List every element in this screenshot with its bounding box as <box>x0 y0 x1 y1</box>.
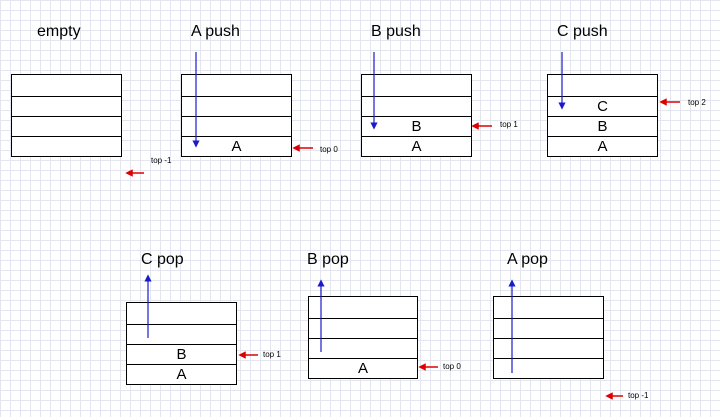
stage-title-c-push: C push <box>557 23 608 40</box>
stack-cell: B <box>548 116 657 136</box>
stack-cell <box>309 318 417 338</box>
stage-title-b-pop: B pop <box>307 251 349 268</box>
stage-title-empty: empty <box>37 23 81 40</box>
stack-cell: A <box>182 136 291 156</box>
top-pointer-label: top 0 <box>320 145 338 154</box>
stack-a-pop <box>493 296 604 379</box>
stack-cell <box>182 96 291 116</box>
stack-empty <box>11 74 122 157</box>
stack-c-pop: B A <box>126 302 237 385</box>
top-pointer-label: top 1 <box>263 350 281 359</box>
stack-cell <box>494 318 603 338</box>
top-pointer-label: top -1 <box>628 391 649 400</box>
stack-b-push: B A <box>361 74 472 157</box>
top-pointer-label: top 0 <box>443 362 461 371</box>
stack-cell <box>362 96 471 116</box>
stage-title-a-push: A push <box>191 23 240 40</box>
stack-cell <box>12 136 121 156</box>
stack-a-push: A <box>181 74 292 157</box>
top-pointer-label: top -1 <box>151 156 172 165</box>
stack-cell: A <box>362 136 471 156</box>
stack-cell <box>309 297 417 318</box>
stack-cell <box>494 297 603 318</box>
stack-cell <box>12 96 121 116</box>
stack-cell <box>12 116 121 136</box>
stage-title-a-pop: A pop <box>507 251 548 268</box>
stack-cell: A <box>548 136 657 156</box>
stack-cell: A <box>127 364 236 384</box>
stack-cell <box>127 303 236 324</box>
stage-title-c-pop: C pop <box>141 251 184 268</box>
stack-cell <box>182 116 291 136</box>
stack-cell: B <box>362 116 471 136</box>
stack-cell <box>182 75 291 96</box>
stack-cell <box>362 75 471 96</box>
stack-cell <box>12 75 121 96</box>
stack-cell <box>127 324 236 344</box>
stack-cell: C <box>548 96 657 116</box>
stack-cell <box>494 338 603 358</box>
stack-cell: B <box>127 344 236 364</box>
stack-b-pop: A <box>308 296 418 379</box>
top-pointer-label: top 2 <box>688 98 706 107</box>
stack-cell: A <box>309 358 417 378</box>
stack-cell <box>309 338 417 358</box>
top-pointer-label: top 1 <box>500 120 518 129</box>
stack-cell <box>548 75 657 96</box>
stage-title-b-push: B push <box>371 23 421 40</box>
stack-cell <box>494 358 603 378</box>
stack-c-push: C B A <box>547 74 658 157</box>
